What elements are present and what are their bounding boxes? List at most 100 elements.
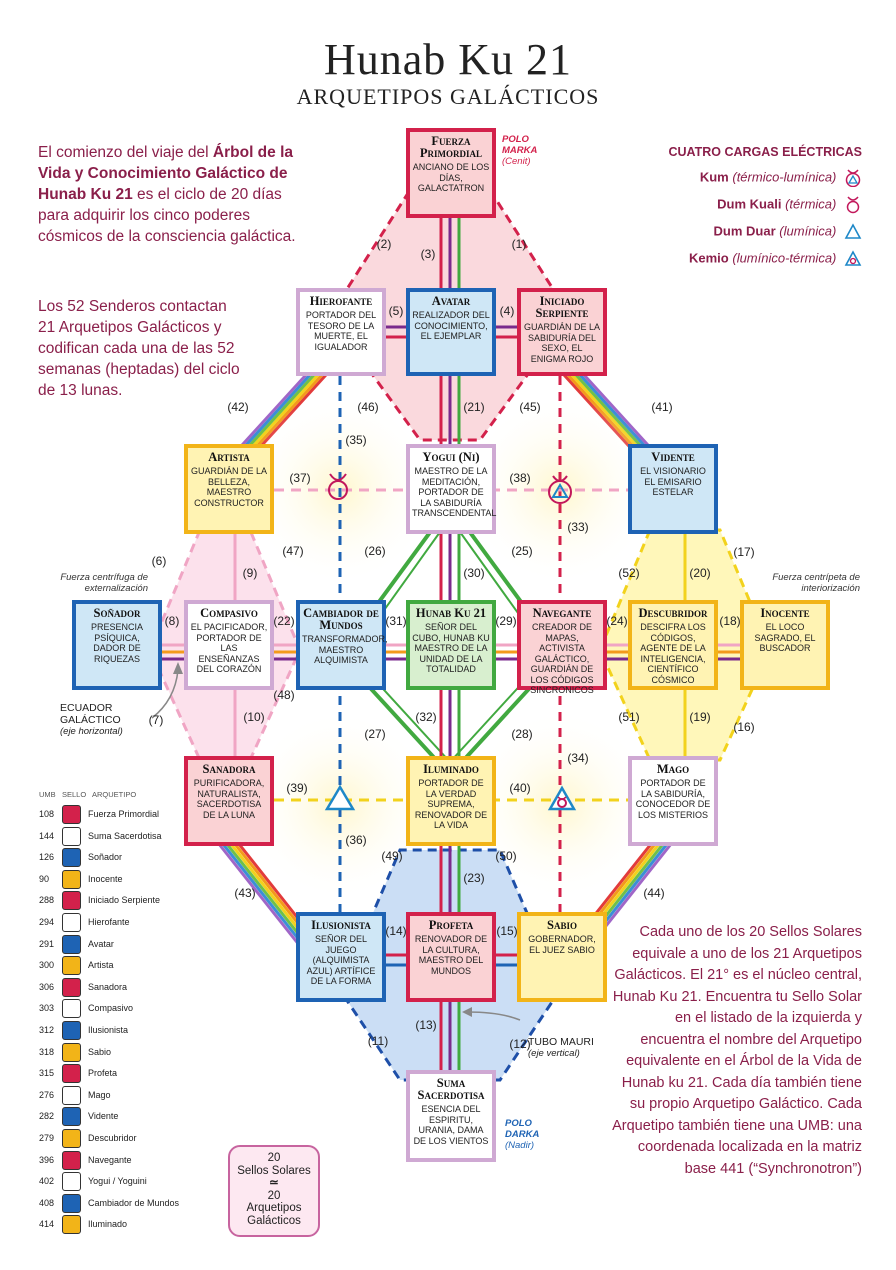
legend-umb: 315 <box>39 1068 55 1079</box>
legend-arquetipo: Inocente <box>88 873 123 884</box>
path-number: (49) <box>381 849 403 863</box>
legend-umb: 414 <box>39 1219 55 1230</box>
path-number: (40) <box>509 781 531 795</box>
solar-seal-icon <box>62 1042 81 1062</box>
legend-row: 291 Avatar <box>36 934 236 956</box>
eq-symbol: ≃ <box>269 1177 279 1189</box>
path-number: (6) <box>151 554 167 568</box>
legend-arquetipo: Iluminado <box>88 1219 128 1230</box>
charges-title: CUATRO CARGAS ELÉCTRICAS <box>668 145 862 159</box>
charge-dum-kuali: Dum Kuali (térmica) <box>640 196 862 223</box>
path-number: (2) <box>376 237 392 251</box>
archetype-vidente: VidenteEl visionario el emisario estelar <box>628 444 718 534</box>
path-number: (3) <box>420 247 436 261</box>
legend-arquetipo-header: ARQUETIPO <box>92 790 137 799</box>
legend-arquetipo: Ilusionista <box>88 1024 129 1035</box>
legend-umb: 108 <box>39 809 55 819</box>
legend-umb: 288 <box>39 895 55 906</box>
path-number: (19) <box>689 710 711 724</box>
path-number: (24) <box>606 614 628 628</box>
legend-umb: 396 <box>39 1154 55 1165</box>
legend-umb: 300 <box>39 960 55 971</box>
archetype-compasivo: CompasivoEl pacificador, portador de las… <box>184 600 274 690</box>
archetype-suma-sacerdotisa: Suma SacerdotisaEsencia del espiritu, Ur… <box>406 1070 496 1162</box>
archetype-yogui: Yogui (Ni)Maestro de la meditación, port… <box>406 444 496 534</box>
legend-umb: 303 <box>39 1003 55 1014</box>
path-number: (8) <box>164 614 180 628</box>
archetype-sonador: SoñadorPresencia psíquica, dador de riqu… <box>72 600 162 690</box>
solar-seal-icon <box>62 1064 81 1084</box>
solar-seal-icon <box>62 1193 81 1213</box>
archetype-mago: MagoPortador de la sabiduría, conocedor … <box>628 756 718 846</box>
path-number: (48) <box>273 688 295 702</box>
solar-seal-icon <box>62 1020 81 1040</box>
path-number: (27) <box>364 727 386 741</box>
path-number: (4) <box>499 304 515 318</box>
path-number: (45) <box>519 400 541 414</box>
equivalence-box: 20 Sellos Solares ≃ 20 Arquetipos Galáct… <box>228 1145 320 1237</box>
centrifuga-note: Fuerza centrífuga de externalización <box>60 572 148 594</box>
legend-arquetipo: Avatar <box>88 938 114 949</box>
archetype-cambiador-de-mundos: Cambiador de MundosTransformador, maestr… <box>296 600 388 690</box>
legend-arquetipo: Suma Sacerdotisa <box>88 830 162 841</box>
path-number: (44) <box>643 886 665 900</box>
solar-seal-icon <box>62 848 81 868</box>
path-number: (50) <box>495 849 517 863</box>
path-number: (41) <box>651 400 673 414</box>
archetype-avatar: AvatarRealizador del conocimiento, el ej… <box>406 288 496 376</box>
archetype-hierofante: HierofantePortador del tesoro de la muer… <box>296 288 386 376</box>
path-number: (26) <box>364 544 386 558</box>
intro-paragraph: El comienzo del viaje del Árbol de la Vi… <box>38 144 296 245</box>
senderos-paragraph: Los 52 Senderos contactan 21 Arquetipos … <box>38 298 240 399</box>
legend-row: 144 Suma Sacerdotisa <box>36 826 236 848</box>
legend-row: 402 Yogui / Yoguini <box>36 1171 236 1193</box>
thermic-icon <box>846 196 860 214</box>
lumino-thermic-icon <box>844 250 862 266</box>
eq-bottom: 20 <box>267 1189 281 1202</box>
solar-seal-icon <box>62 805 81 824</box>
solar-seal-icon <box>62 977 81 997</box>
path-number: (33) <box>567 520 589 534</box>
path-number: (15) <box>496 924 518 938</box>
legend-arquetipo: Hierofante <box>88 916 130 927</box>
legend-arquetipo: Cambiador de Mundos <box>88 1197 180 1208</box>
legend-umb: 282 <box>39 1111 55 1122</box>
legend-header: UMB SELLO ARQUETIPO <box>36 790 236 804</box>
legend-arquetipo: Artista <box>88 960 114 971</box>
legend-umb: 291 <box>39 938 55 949</box>
centripeta-note: Fuerza centrípeta de interiorización <box>772 572 860 594</box>
path-number: (51) <box>618 710 640 724</box>
archetype-ilusionista: IlusionistaSeñor del juego (alquimista a… <box>296 912 386 1002</box>
legend-arquetipo: Descubridor <box>88 1132 137 1143</box>
archetype-sabio: SabioGobernador, el juez sabio <box>517 912 607 1002</box>
charge-dum-duar: Dum Duar (lumínica) <box>640 223 862 250</box>
thermo-luminic-icon <box>845 169 861 188</box>
archetype-descubridor: DescubridorDescifra los códigos, agente … <box>628 600 718 690</box>
legend-arquetipo: Sanadora <box>88 981 128 992</box>
path-number: (12) <box>509 1037 531 1051</box>
archetype-iniciado-serpiente: Iniciado SerpienteGuardián de la sabidur… <box>517 288 607 376</box>
archetype-profeta: ProfetaRenovador de la cultura, maestro … <box>406 912 496 1002</box>
archetype-navegante: NaveganteCreador de mapas, activista gal… <box>517 600 607 695</box>
legend-arquetipo: Yogui / Yoguini <box>88 1176 147 1187</box>
legend-row: 300 Artista <box>36 955 236 977</box>
solar-seal-icon <box>62 1215 81 1235</box>
path-number: (20) <box>689 566 711 580</box>
legend-umb: 144 <box>39 830 55 841</box>
legend-umb: 402 <box>39 1176 55 1187</box>
path-number: (37) <box>289 471 311 485</box>
eq-line2: Arquetipos <box>246 1202 302 1214</box>
path-number: (43) <box>234 886 256 900</box>
